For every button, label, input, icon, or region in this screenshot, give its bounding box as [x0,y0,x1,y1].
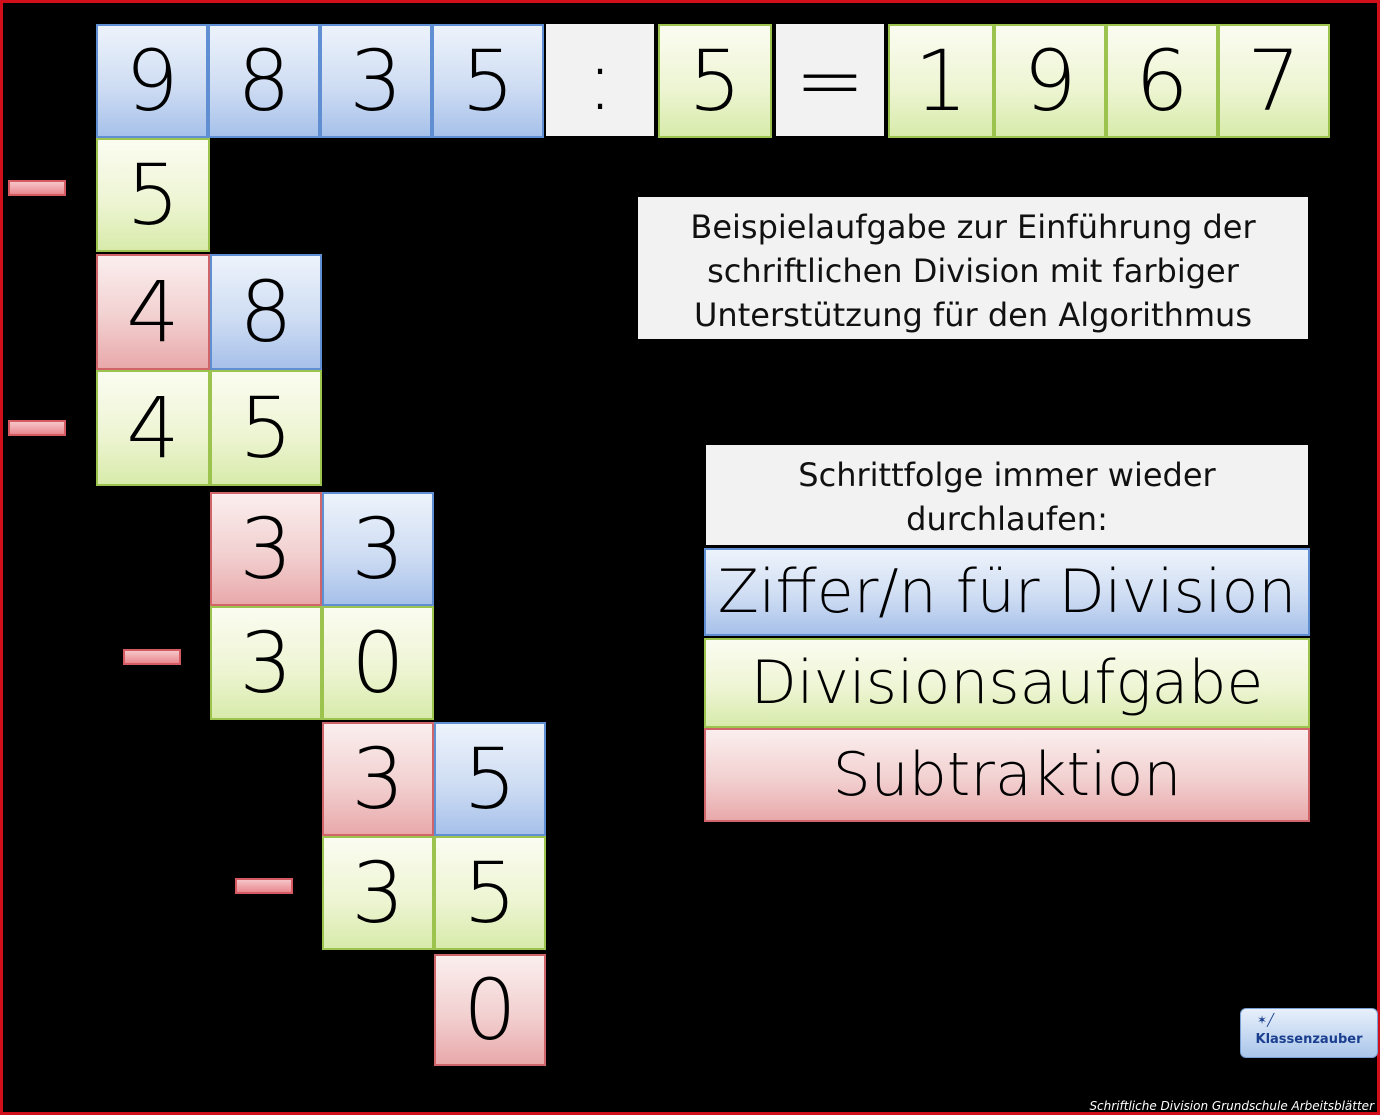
sequence-box: Schrittfolge immer wieder durchlaufen: [706,445,1308,545]
legend-subtraction: Subtraktion [704,728,1310,822]
description-box: Beispielaufgabe zur Einführung der schri… [638,197,1308,339]
minus-sign-2 [8,420,66,436]
subtract-4-digit-2: 5 [434,836,546,950]
logo-label: Klassenzauber [1255,1032,1363,1047]
dividend-digit-4: 5 [432,24,544,138]
subtract-3-digit-2: 0 [322,606,434,720]
rest-2: 3 [210,492,322,606]
subtract-4-digit-1: 3 [322,836,434,950]
sequence-line-1: Schrittfolge immer wieder [798,456,1216,494]
legend-division: Divisionsaufgabe [704,638,1310,728]
sequence-line-2: durchlaufen: [906,500,1108,538]
rest-3: 3 [322,722,434,836]
division-operator: : [546,24,654,136]
subtract-3-digit-1: 3 [210,606,322,720]
rest-1: 4 [96,254,210,370]
description-line-2: schriftlichen Division mit farbiger [707,252,1239,290]
divisor: 5 [658,24,772,138]
footer-caption: Schriftliche Division Grundschule Arbeit… [1089,1099,1374,1113]
quotient-digit-1: 1 [888,24,994,138]
subtract-1-digit: 5 [96,138,210,252]
minus-sign-4 [235,878,293,894]
brought-down-2: 3 [322,492,434,606]
subtract-2-digit-1: 4 [96,370,210,486]
quotient-digit-4: 7 [1218,24,1330,138]
minus-sign-1 [8,180,66,196]
minus-sign-3 [123,649,181,665]
quotient-digit-2: 9 [994,24,1106,138]
brought-down-3: 5 [434,722,546,836]
legend-digits: Ziffer/n für Division [704,548,1310,636]
klassenzauber-logo: ✶╱ Klassenzauber [1240,1008,1378,1058]
brought-down-1: 8 [210,254,322,370]
quotient-digit-3: 6 [1106,24,1218,138]
subtract-2-digit-2: 5 [210,370,322,486]
description-line-3: Unterstützung für den Algorithmus [694,296,1252,334]
dividend-digit-1: 9 [96,24,208,138]
dividend-digit-2: 8 [208,24,320,138]
equals-sign: = [776,24,884,136]
magic-wand-icon: ✶╱ [1257,1013,1275,1027]
description-line-1: Beispielaufgabe zur Einführung der [690,208,1256,246]
final-rest: 0 [434,954,546,1066]
dividend-digit-3: 3 [320,24,432,138]
